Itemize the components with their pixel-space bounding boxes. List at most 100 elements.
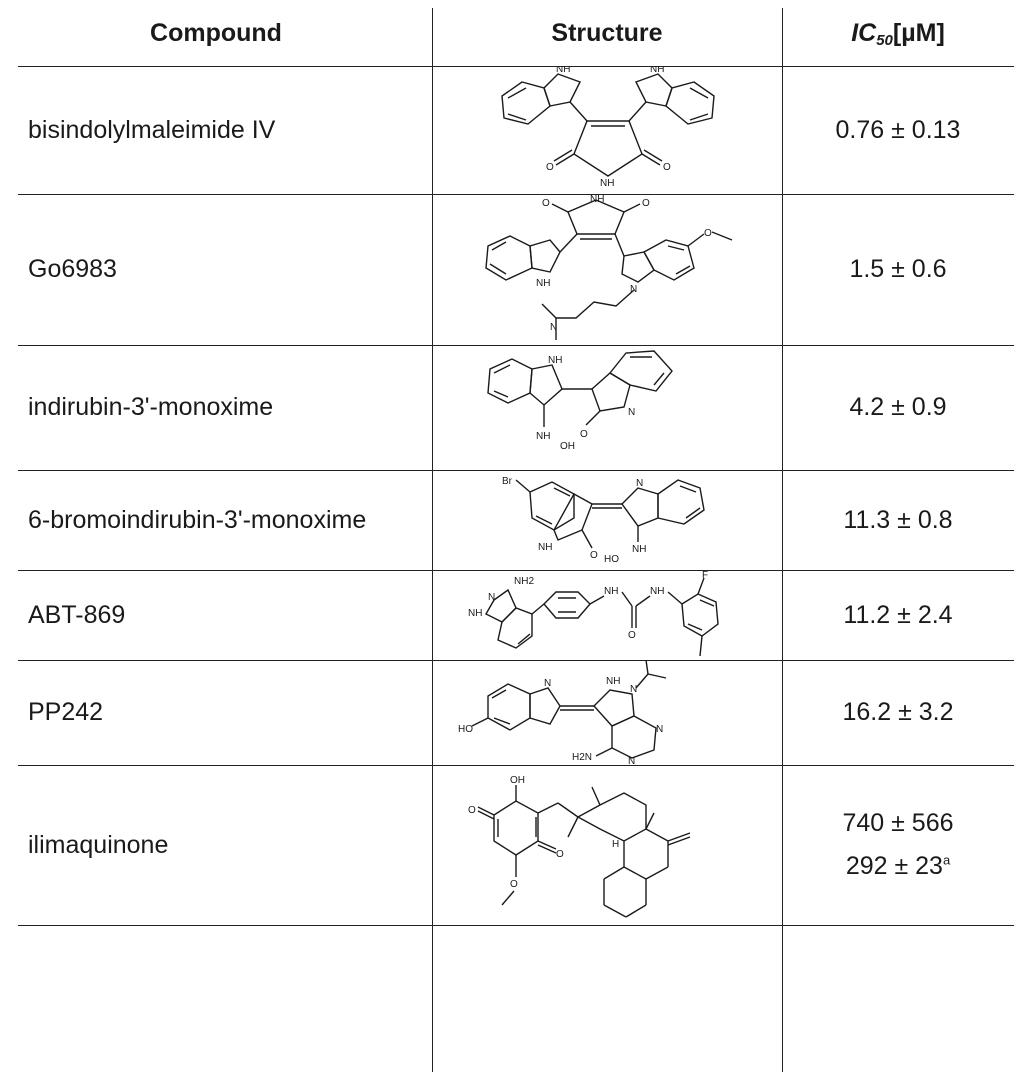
header-structure: Structure xyxy=(551,18,663,47)
atom-label: N xyxy=(488,592,495,603)
table-row: indirubin-3'-monoxime NH NH OH O N xyxy=(0,345,1014,470)
atom-label: NH xyxy=(556,66,570,75)
atom-label: NH xyxy=(468,608,482,619)
structure-ilimaquinone: O OH O O xyxy=(468,775,691,918)
ic50-value: 16.2 ± 3.2 xyxy=(842,698,954,726)
atom-label: HO xyxy=(458,724,473,735)
atom-label: N xyxy=(636,478,643,489)
table-row: Go6983 O O NH NH xyxy=(0,194,1014,345)
structure-indirubin-monoxime: NH NH OH O N xyxy=(487,350,673,452)
atom-label: NH xyxy=(548,355,562,366)
atom-label: OH xyxy=(560,441,575,452)
atom-label: O xyxy=(546,162,554,173)
atom-label: N xyxy=(544,678,551,689)
structure-drawing: HO N NH N N N H2N xyxy=(432,660,782,765)
ic50-value: 4.2 ± 0.9 xyxy=(849,393,947,421)
structure-pp242: HO N NH N N N H2N xyxy=(458,660,667,765)
atom-label: NH xyxy=(538,542,552,553)
atom-label: O xyxy=(468,805,476,816)
atom-label: O xyxy=(663,162,671,173)
ic50-value-secondary: 292 ± 23a xyxy=(846,852,950,881)
structure-drawing: O O NH NH O N N xyxy=(432,194,782,345)
atom-label: O xyxy=(556,849,564,860)
ic50-cell: 4.2 ± 0.9 xyxy=(782,345,1014,470)
atom-label: O xyxy=(510,879,518,890)
compound-name: bisindolylmaleimide IV xyxy=(28,115,276,144)
atom-label: N xyxy=(656,724,663,735)
table-row: PP242 HO N NH N N N xyxy=(0,660,1014,765)
ic50-value: 11.3 ± 0.8 xyxy=(843,505,953,534)
ic50-cell: 11.3 ± 0.8 xyxy=(782,470,1014,570)
atom-label: NH xyxy=(536,278,550,289)
ic50-cell: 1.5 ± 0.6 xyxy=(782,194,1014,345)
compound-name: PP242 xyxy=(28,698,104,726)
row-divider xyxy=(18,470,1014,471)
header-rule xyxy=(18,66,1014,67)
atom-label: N xyxy=(630,684,637,695)
header-ic50-unit: [µM] xyxy=(892,18,945,47)
structure-bromoindirubin-monoxime: Br NH O N NH HO xyxy=(502,476,705,565)
column-divider xyxy=(432,8,433,1072)
row-divider xyxy=(18,925,1014,926)
atom-label: O xyxy=(542,198,550,209)
table-row: 6-bromoindirubin-3'-monoxime Br NH O N xyxy=(0,470,1014,570)
atom-label: NH xyxy=(606,676,620,687)
atom-label: NH xyxy=(632,544,646,555)
table-row: ilimaquinone O OH O O xyxy=(0,765,1014,1072)
structure-drawing: O O NH NH NH xyxy=(432,66,782,194)
atom-label: NH xyxy=(604,586,618,597)
compound-name: 6-bromoindirubin-3'-monoxime xyxy=(28,505,367,534)
structure-drawing: N NH NH2 NH O NH xyxy=(432,570,782,660)
header-compound: Compound xyxy=(150,18,282,47)
table-row: bisindolylmaleimide IV O O NH NH xyxy=(0,66,1014,194)
atom-label: H xyxy=(612,839,619,850)
atom-label: NH xyxy=(590,194,604,205)
atom-label: O xyxy=(580,429,588,440)
row-divider xyxy=(18,660,1014,661)
ic50-value: 740 ± 566 xyxy=(842,809,954,837)
structure-drawing: O OH O O xyxy=(432,765,782,925)
atom-label: NH xyxy=(536,431,550,442)
atom-label: OH xyxy=(510,775,525,786)
compound-name: Go6983 xyxy=(28,255,117,283)
atom-label: O xyxy=(704,228,712,239)
structure-go6983: O O NH NH O N N xyxy=(485,194,733,340)
row-divider xyxy=(18,570,1014,571)
structure-abt869: N NH NH2 NH O NH xyxy=(468,570,719,657)
ic50-value: 11.2 ± 2.4 xyxy=(843,600,953,629)
atom-label: HO xyxy=(604,554,619,565)
footnote-marker: a xyxy=(942,852,951,868)
compound-name: ilimaquinone xyxy=(28,830,169,859)
atom-label: F xyxy=(702,570,708,581)
structure-drawing: NH NH OH O N xyxy=(432,345,782,470)
compound-name: indirubin-3'-monoxime xyxy=(28,393,274,421)
atom-label: O xyxy=(590,550,598,561)
ic50-cell: 11.2 ± 2.4 xyxy=(782,570,1014,660)
atom-label: NH xyxy=(650,586,664,597)
ic50-cell: 0.76 ± 0.13 xyxy=(782,66,1014,194)
ic50-value: 0.76 ± 0.13 xyxy=(835,115,961,144)
atom-label: N xyxy=(550,322,557,333)
atom-label: O xyxy=(642,198,650,209)
row-divider xyxy=(18,194,1014,195)
ic50-value-2: 292 ± 23 xyxy=(845,852,943,880)
ic50-value: 1.5 ± 0.6 xyxy=(849,255,947,283)
atom-label: NH xyxy=(600,178,614,189)
structure-bisindolylmaleimide: O O NH NH NH xyxy=(501,66,715,189)
row-divider xyxy=(18,345,1014,346)
column-divider xyxy=(782,8,783,1072)
header-ic50-symbol: IC xyxy=(851,18,877,47)
atom-label: NH xyxy=(650,66,664,75)
atom-label: Br xyxy=(502,476,513,487)
header-ic50-sub: 50 xyxy=(876,32,893,49)
ic50-cell: 16.2 ± 3.2 xyxy=(782,660,1014,765)
structure-drawing: Br NH O N NH HO xyxy=(432,470,782,570)
atom-label: N xyxy=(628,756,635,765)
atom-label: O xyxy=(628,630,636,641)
atom-label: NH2 xyxy=(514,576,534,587)
atom-label: N xyxy=(630,284,637,295)
row-divider xyxy=(18,765,1014,766)
atom-label: N xyxy=(628,407,635,418)
